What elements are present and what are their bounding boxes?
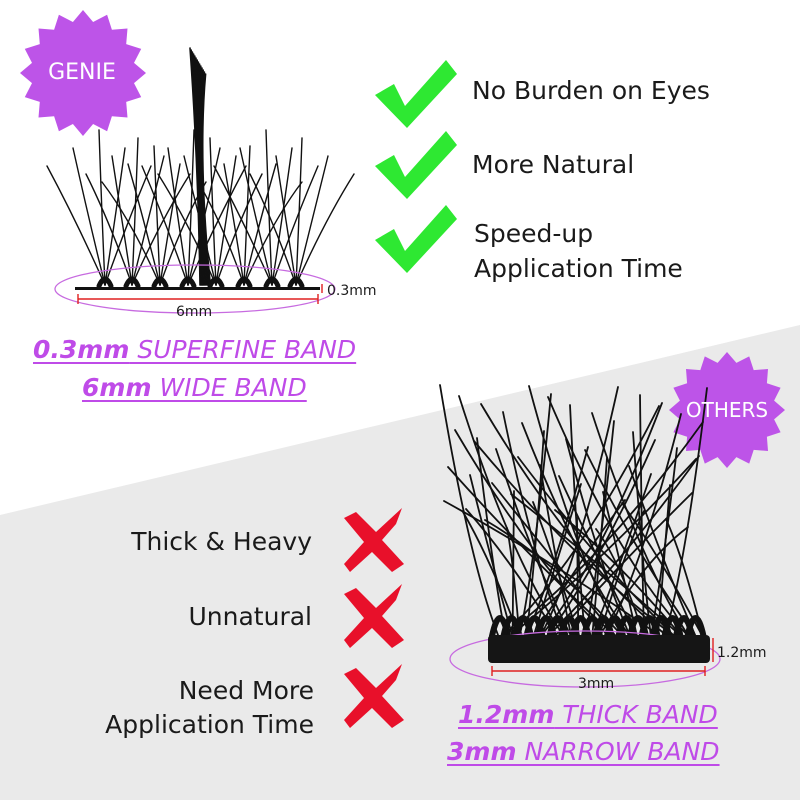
others-feature-3-line1: Need More	[178, 676, 314, 705]
genie-badge-shape	[20, 10, 146, 136]
cross-icon	[344, 584, 404, 648]
genie-feature-2: More Natural	[472, 150, 635, 179]
genie-width-label: 6mm	[176, 304, 213, 320]
genie-caption-line2: 6mm WIDE BAND	[82, 373, 307, 402]
genie-band	[75, 287, 320, 290]
others-caption-line2: 3mm NARROW BAND	[447, 737, 720, 766]
genie-feature-3-line1: Speed-up	[474, 219, 594, 248]
genie-band-oval	[54, 264, 336, 314]
others-width-label: 3mm	[578, 676, 615, 692]
cross-icon	[344, 508, 404, 572]
genie-lash-image	[46, 47, 355, 289]
others-lash-image	[439, 384, 708, 639]
check-icon	[375, 60, 457, 128]
genie-badge: GENIE	[48, 60, 116, 85]
others-feature-1: Thick & Heavy	[131, 527, 312, 556]
others-thickness-label: 1.2mm	[717, 645, 767, 661]
cross-icon	[344, 664, 404, 728]
others-badge-shape	[669, 352, 785, 468]
others-badge: OTHERS	[685, 398, 769, 422]
genie-caption-line1: 0.3mm SUPERFINE BAND	[33, 335, 357, 364]
genie-feature-1: No Burden on Eyes	[472, 76, 710, 105]
check-icon	[375, 205, 457, 273]
others-band-oval	[449, 630, 721, 688]
others-band	[488, 635, 710, 663]
genie-feature-3-line2: Application Time	[474, 254, 683, 283]
check-icon	[375, 131, 457, 199]
others-feature-3-line2: Application Time	[105, 710, 314, 739]
others-feature-2: Unnatural	[188, 602, 313, 631]
genie-thickness-label: 0.3mm	[327, 283, 377, 299]
others-caption-line1: 1.2mm THICK BAND	[458, 700, 718, 729]
